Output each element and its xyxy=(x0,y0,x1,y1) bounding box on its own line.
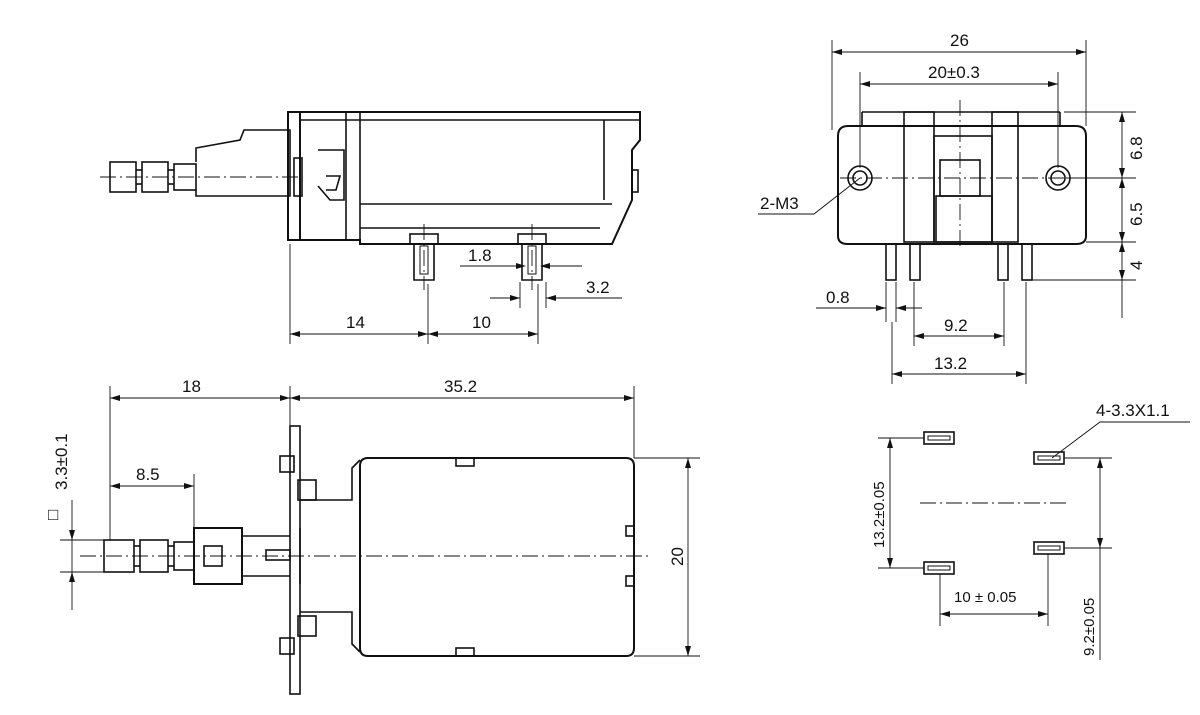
dim-horizontal-spacing: 10 ± 0.05 xyxy=(954,589,1016,606)
dim-pitch-1-8: 1.8 xyxy=(468,246,492,265)
dim-base-14: 14 xyxy=(346,313,365,332)
hole-callout-2-m3: 2-M3 xyxy=(760,194,799,213)
top-view: 18 35.2 8.5 □ 3.3±0.1 20 xyxy=(48,377,700,695)
dim-hole-to-base-6-5: 6.5 xyxy=(1127,202,1146,226)
dim-pin-width-3-2: 3.2 xyxy=(586,278,610,297)
side-dimensions xyxy=(758,40,1136,384)
pcb-dimensions xyxy=(878,421,1190,660)
dim-plunger-square: 3.3±0.1 xyxy=(52,433,71,490)
dim-outer-pin-spacing-13-2: 13.2 xyxy=(934,354,967,373)
dim-pin-spacing-10: 10 xyxy=(472,313,491,332)
dim-overall-width-26: 26 xyxy=(950,31,969,50)
dim-body-length-35-2: 35.2 xyxy=(444,377,477,396)
dim-pin-thickness-0-8: 0.8 xyxy=(826,288,850,307)
dim-body-width-20: 20 xyxy=(668,547,687,566)
top-dimensions xyxy=(60,386,700,657)
front-dimensions xyxy=(289,244,622,344)
dim-pin-length-4: 4 xyxy=(1127,261,1146,270)
dim-hole-spacing: 20±0.3 xyxy=(928,63,980,82)
pcb-layout: 4-3.3X1.1 13.2±0.05 10 ± 0.05 9.2±0.05 xyxy=(871,401,1190,660)
square-symbol: □ xyxy=(48,505,58,524)
dim-inner-pin-spacing-9-2: 9.2 xyxy=(944,316,968,335)
dim-vertical-spacing: 13.2±0.05 xyxy=(871,481,888,548)
dim-plunger-tip-8-5: 8.5 xyxy=(136,465,160,484)
side-view: 26 20±0.3 2-M3 6.8 6.5 4 0.8 9.2 13.2 xyxy=(758,31,1146,384)
dim-top-offset-6-8: 6.8 xyxy=(1127,136,1146,160)
side-body xyxy=(837,111,1087,281)
front-plunger xyxy=(109,129,291,197)
slot-callout: 4-3.3X1.1 xyxy=(1096,401,1170,420)
dim-right-vertical: 9.2±0.05 xyxy=(1081,598,1098,656)
top-frame xyxy=(279,425,361,695)
front-view: 1.8 3.2 14 10 xyxy=(100,111,641,344)
top-body xyxy=(359,457,635,657)
dim-plunger-length-18: 18 xyxy=(182,377,201,396)
front-housing xyxy=(287,111,641,245)
